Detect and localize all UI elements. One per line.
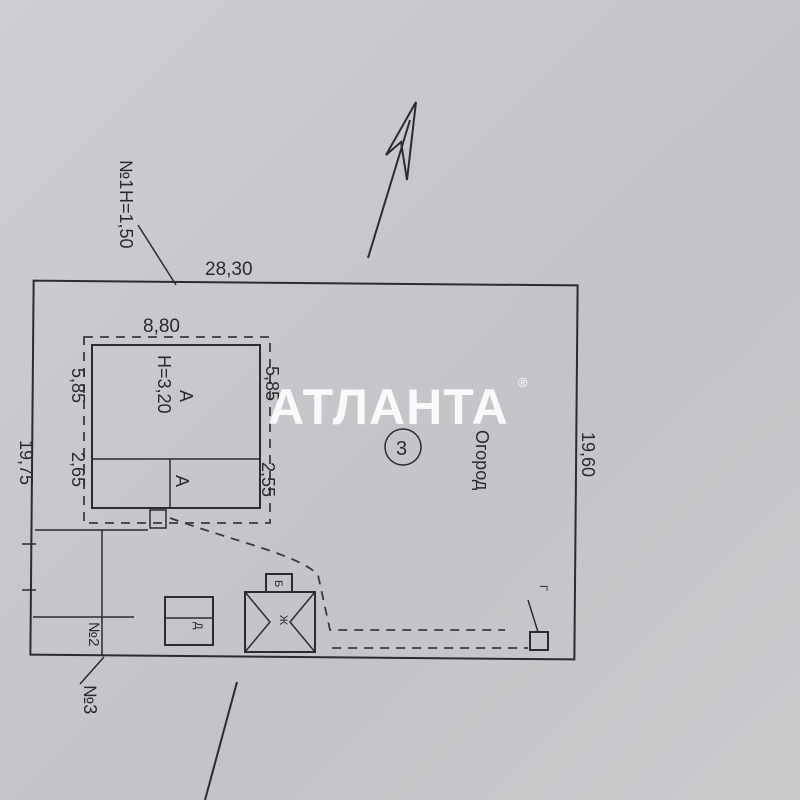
annex-label: А <box>172 475 192 487</box>
house-label: А <box>176 390 196 402</box>
plot-boundary <box>29 279 579 661</box>
point1-leader <box>137 224 177 286</box>
point1-label: №1 <box>116 160 136 189</box>
top-width: 28,30 <box>205 259 253 280</box>
plot-number: 3 <box>396 438 407 460</box>
house-height: Н=3,20 <box>154 355 174 414</box>
building-d <box>164 596 214 646</box>
building-g-label: Г <box>537 585 549 591</box>
garden-label: Огород <box>472 430 492 491</box>
house-dimension-lines <box>83 336 271 524</box>
building-zh <box>244 591 316 653</box>
building-g <box>529 631 549 651</box>
plot-number-circle <box>384 428 422 466</box>
left-height: 19,75 <box>16 440 36 485</box>
building-zh-label: Ж <box>277 615 289 625</box>
house-outline <box>91 344 261 509</box>
house-left-top: 5,85 <box>68 368 88 403</box>
house-right-bottom: 2,55 <box>258 462 278 497</box>
house-width: 8,80 <box>143 316 180 337</box>
point3-label: №3 <box>80 685 100 714</box>
registered-mark: ® <box>518 375 528 390</box>
building-b-label: Б <box>272 580 284 587</box>
entrance <box>149 509 167 529</box>
north-arrow-icon <box>367 101 417 259</box>
watermark-logo: АТЛАНТА <box>268 379 509 435</box>
point1-height: Н=1,50 <box>116 190 136 249</box>
house-left-bottom: 2,65 <box>68 452 88 487</box>
point2-label: №2 <box>85 622 102 646</box>
house-right-top: 5,85 <box>262 366 282 401</box>
right-height: 19,60 <box>578 432 598 477</box>
building-d-label: Д <box>192 622 204 630</box>
